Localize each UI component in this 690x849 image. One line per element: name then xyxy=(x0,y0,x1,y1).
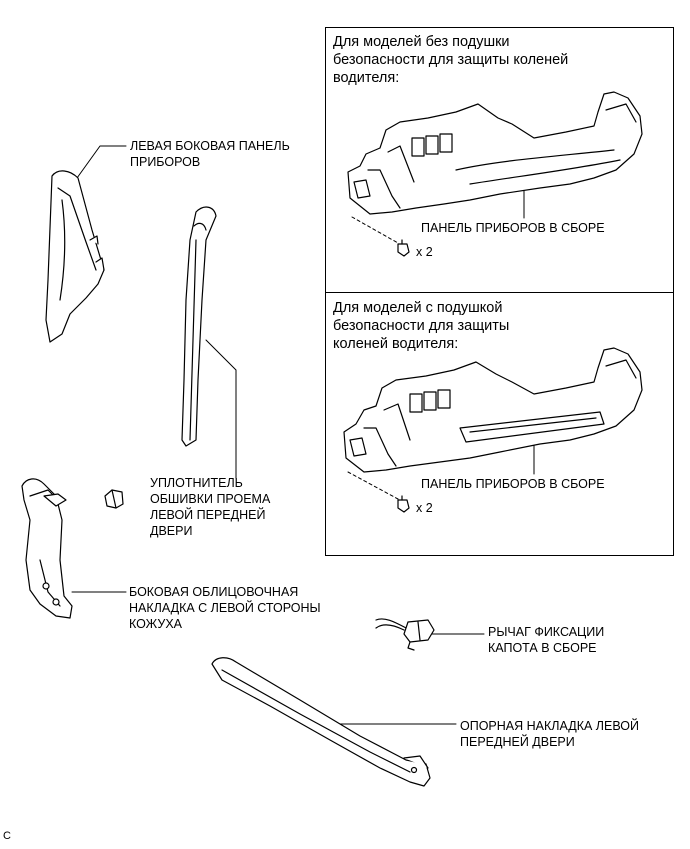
qty-label-bottom: x 2 xyxy=(416,501,433,515)
inset-title-line: водителя: xyxy=(333,70,400,86)
label-door-scuff-plate: ОПОРНАЯ НАКЛАДКА ЛЕВОЙ ПЕРЕДНЕЙ ДВЕРИ xyxy=(460,718,639,750)
left-side-panel-part xyxy=(45,170,105,343)
inset-title-line: Для моделей без подушки xyxy=(333,34,510,50)
cowl-side-trim-part xyxy=(21,478,73,619)
corner-mark: C xyxy=(3,830,11,842)
inset-box-with-knee-airbag xyxy=(325,292,674,556)
label-door-weatherstrip: УПЛОТНИТЕЛЬ ОБШИВКИ ПРОЕМА ЛЕВОЙ ПЕРЕДНЕ… xyxy=(150,475,270,539)
label-hood-lock-lever: РЫЧАГ ФИКСАЦИИ КАПОТА В СБОРЕ xyxy=(488,624,604,656)
inset-title-with-knee-airbag: Для моделей с подушкой безопасности для … xyxy=(333,299,509,353)
qty-label-top: x 2 xyxy=(416,245,433,259)
label-line: НАКЛАДКА С ЛЕВОЙ СТОРОНЫ xyxy=(129,601,321,615)
screw-dash-bottom xyxy=(347,471,399,500)
inset-title-line: безопасности для защиты коленей xyxy=(333,52,569,68)
inset-title-line: безопасности для защиты xyxy=(333,318,510,334)
label-cowl-side-trim: БОКОВАЯ ОБЛИЦОВОЧНАЯ НАКЛАДКА С ЛЕВОЙ СТ… xyxy=(129,584,321,632)
label-line: ПЕРЕДНЕЙ ДВЕРИ xyxy=(460,735,575,749)
label-line: БОКОВАЯ ОБЛИЦОВОЧНАЯ xyxy=(129,585,299,599)
label-instrument-panel-top: ПАНЕЛЬ ПРИБОРОВ В СБОРЕ xyxy=(421,221,605,235)
label-line: ЛЕВАЯ БОКОВАЯ ПАНЕЛЬ xyxy=(130,139,290,153)
screw-bottom xyxy=(397,495,410,513)
door-scuff-plate-part xyxy=(211,657,431,787)
label-left-side-panel: ЛЕВАЯ БОКОВАЯ ПАНЕЛЬ ПРИБОРОВ xyxy=(130,138,290,170)
label-instrument-panel-bottom: ПАНЕЛЬ ПРИБОРОВ В СБОРЕ xyxy=(421,477,605,491)
instrument-panel-bottom-part xyxy=(343,347,643,473)
label-line: ОПОРНАЯ НАКЛАДКА ЛЕВОЙ xyxy=(460,719,639,733)
inset-title-no-knee-airbag: Для моделей без подушки безопасности для… xyxy=(333,33,568,87)
label-line: КОЖУХА xyxy=(129,617,183,631)
clip-part xyxy=(104,489,124,509)
door-weatherstrip-part xyxy=(181,206,217,447)
inset-title-line: коленей водителя: xyxy=(333,336,459,352)
label-line: УПЛОТНИТЕЛЬ xyxy=(150,476,243,490)
hood-lock-lever-part xyxy=(375,618,435,651)
leader-lines xyxy=(71,145,535,725)
screw-top xyxy=(397,239,410,257)
screw-dash-top xyxy=(351,216,399,244)
label-line: ЛЕВОЙ ПЕРЕДНЕЙ xyxy=(150,508,266,522)
label-line: ОБШИВКИ ПРОЕМА xyxy=(150,492,271,506)
inset-title-line: Для моделей с подушкой xyxy=(333,300,503,316)
leader-left-side-panel xyxy=(76,145,127,179)
label-line: ПРИБОРОВ xyxy=(130,155,201,169)
label-line: КАПОТА В СБОРЕ xyxy=(488,641,597,655)
label-line: ДВЕРИ xyxy=(150,524,193,538)
label-line: РЫЧАГ ФИКСАЦИИ xyxy=(488,625,605,639)
instrument-panel-top-part xyxy=(347,91,643,215)
leader-door-weatherstrip xyxy=(205,339,237,479)
